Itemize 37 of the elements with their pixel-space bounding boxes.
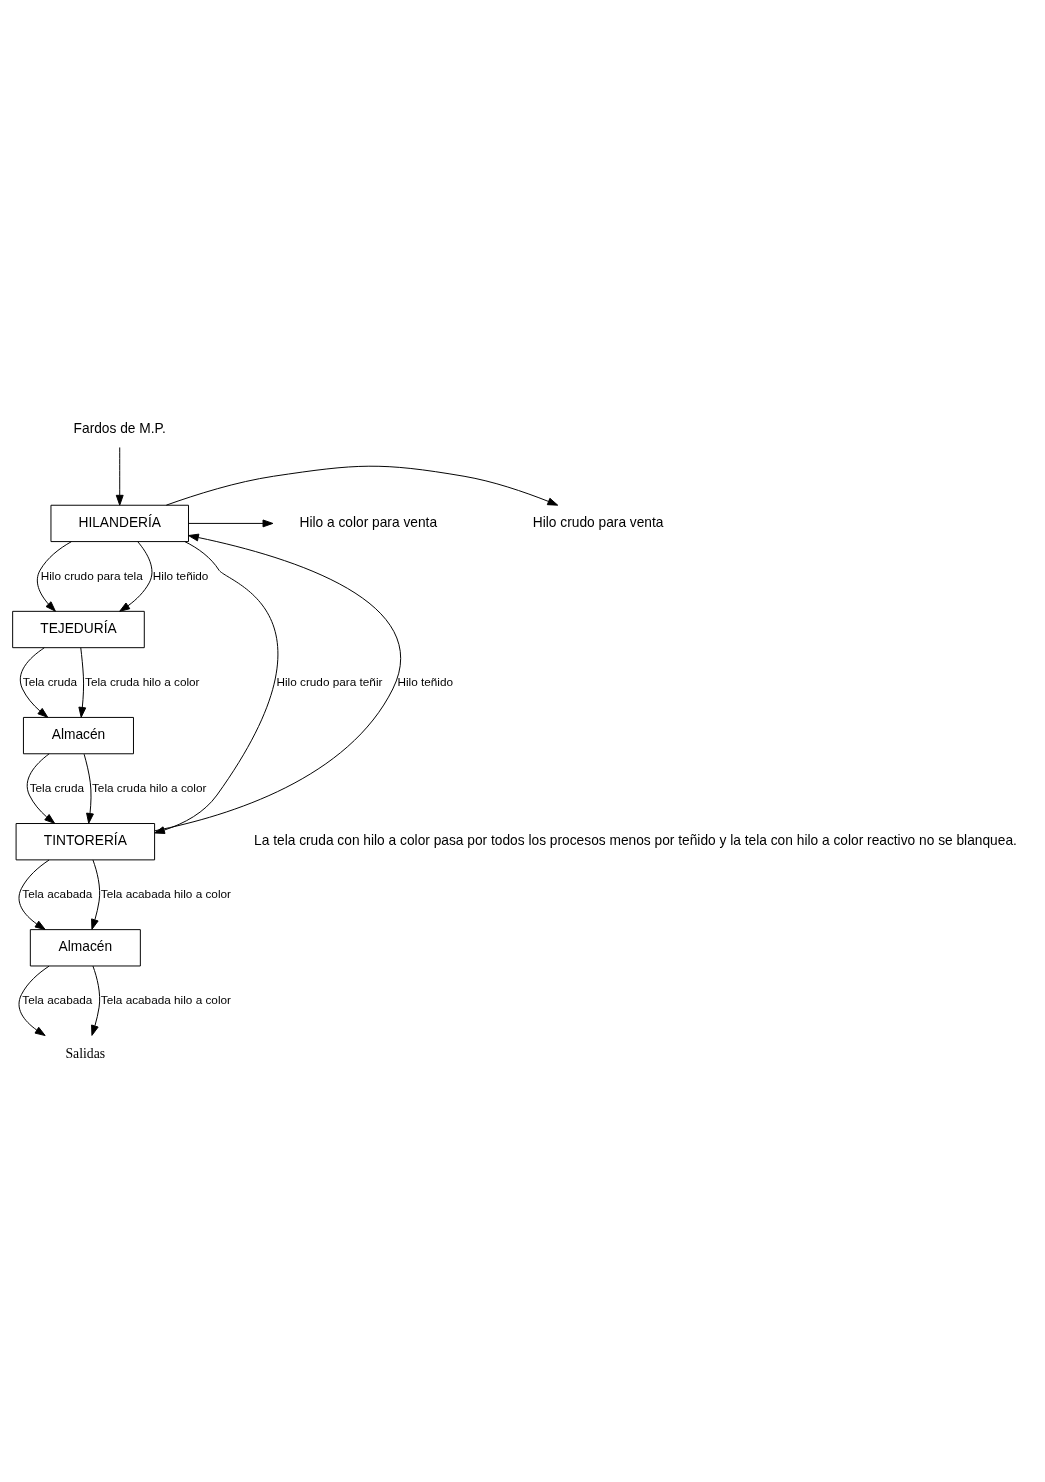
- edge-label: Hilo teñido: [397, 674, 454, 688]
- arrow: [26, 752, 56, 824]
- node-box: HILANDERÍA: [50, 504, 189, 542]
- arrow: [36, 540, 72, 612]
- arrow: [91, 858, 101, 930]
- edge-label: Hilo teñido: [152, 568, 209, 582]
- arrow: [165, 465, 559, 506]
- node-box: TINTORERÍA: [15, 822, 156, 860]
- edge-label: Tela cruda: [22, 674, 78, 688]
- edge-label: Hilo crudo para tela: [40, 568, 143, 582]
- arrow: [119, 540, 153, 612]
- arrow: [154, 533, 401, 831]
- node-text: Hilo a color para venta: [299, 514, 438, 530]
- edge-label: Tela acabada hilo a color: [100, 992, 231, 1006]
- node-text: Fardos de M.P.: [73, 420, 166, 436]
- arrow: [83, 753, 94, 824]
- arrow: [115, 446, 124, 506]
- edge-label: Tela cruda hilo a color: [85, 674, 200, 688]
- node-box: TEJEDURÍA: [12, 610, 145, 648]
- edge-label: Tela acabada: [22, 992, 93, 1006]
- node-text: Salidas: [65, 1045, 106, 1061]
- edge-label: Tela cruda hilo a color: [91, 780, 207, 794]
- arrow: [18, 859, 50, 930]
- arrow: [91, 965, 101, 1036]
- arrow: [188, 519, 274, 527]
- arrow: [18, 965, 50, 1036]
- edge-label: Tela acabada: [22, 886, 93, 900]
- node-text: Hilo crudo para venta: [532, 514, 664, 530]
- node-box: Almacén: [29, 928, 141, 966]
- edge-label: Tela cruda: [29, 780, 84, 794]
- arrow: [19, 646, 49, 718]
- arrow: [78, 646, 87, 718]
- label: La tela cruda con hilo a color pasa por todos los procesos menos por teñido y la tela con hilo a color reactivo no se blanquea.: [254, 832, 1017, 848]
- edge-label: Tela acabada hilo a color: [100, 886, 231, 900]
- arrow: [154, 540, 279, 834]
- edge-label: Hilo crudo para teñir: [276, 674, 383, 688]
- node-box: Almacén: [22, 716, 134, 754]
